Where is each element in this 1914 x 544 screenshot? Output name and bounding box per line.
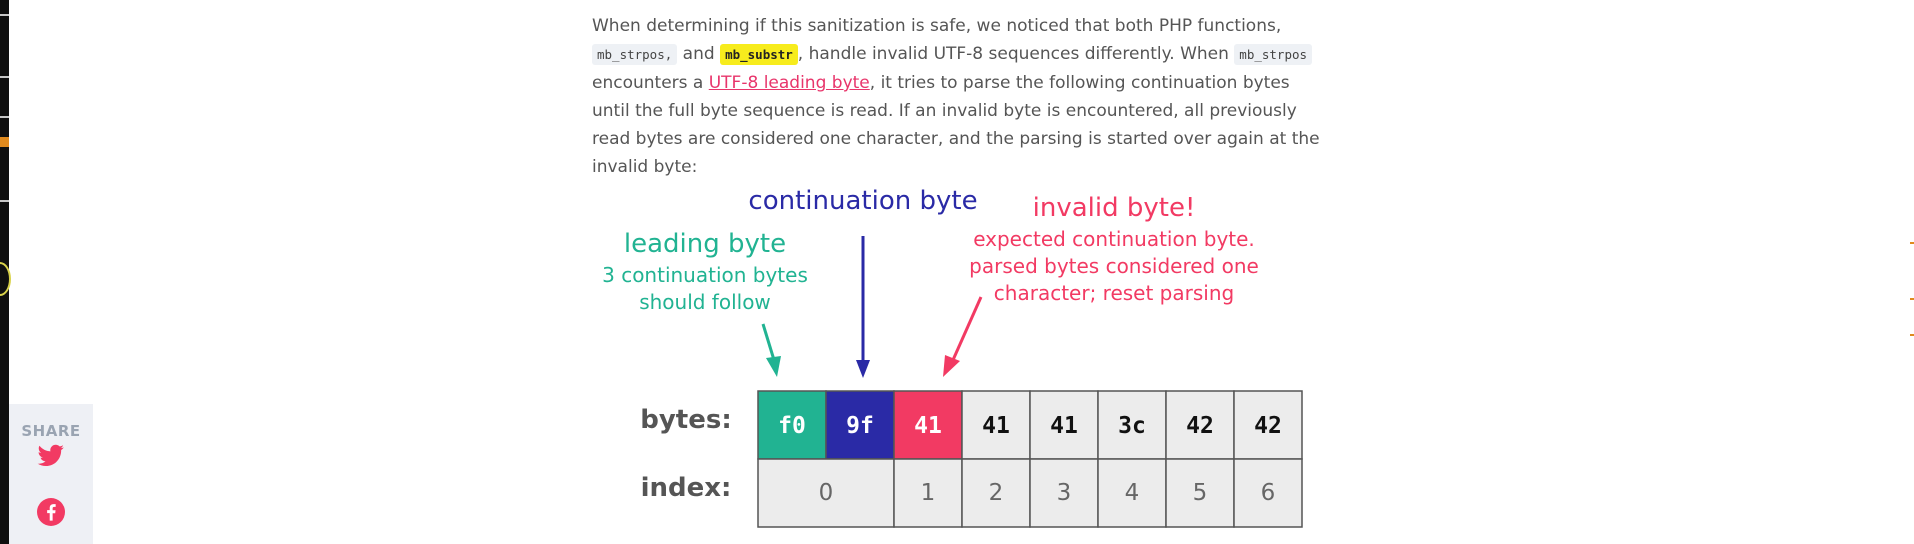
edge-marker — [1910, 298, 1914, 300]
edge-tick — [0, 116, 9, 118]
invalid-subtitle-2: parsed bytes considered one — [969, 254, 1259, 278]
edge-tick — [0, 14, 9, 16]
byte-value: 41 — [914, 413, 942, 439]
invalid-title: invalid byte! — [1033, 193, 1196, 223]
bytes-row-label: bytes: — [640, 405, 732, 435]
byte-cell — [961, 390, 1031, 460]
share-sidebar: SHARE — [9, 404, 93, 544]
article-body: When determining if this sanitization is… — [592, 12, 1332, 181]
index-cell — [1097, 458, 1167, 528]
code-mb-substr-highlighted: mb_substr — [720, 44, 798, 65]
invalid-arrow — [951, 296, 983, 361]
byte-cell — [1233, 390, 1303, 460]
index-value: 6 — [1261, 480, 1276, 506]
index-row-label: index: — [641, 473, 732, 503]
byte-value: 42 — [1254, 413, 1282, 439]
index-value: 0 — [819, 480, 834, 506]
continuation-title: continuation byte — [748, 186, 977, 216]
share-label: SHARE — [21, 422, 81, 440]
encounters-text: encounters a — [592, 73, 704, 93]
index-value: 1 — [921, 480, 936, 506]
edge-tick — [0, 200, 9, 202]
index-cell — [1165, 458, 1235, 528]
invalid-subtitle-3: character; reset parsing — [994, 281, 1234, 305]
utf8-leading-byte-link[interactable]: UTF-8 leading byte — [708, 73, 870, 93]
leading-arrowhead — [766, 356, 781, 377]
index-value: 5 — [1193, 480, 1208, 506]
leading-arrow — [761, 323, 776, 361]
byte-cell-invalid — [893, 390, 963, 460]
byte-value: f0 — [778, 413, 806, 439]
index-value: 2 — [989, 480, 1004, 506]
byte-value: 42 — [1186, 413, 1214, 439]
index-value: 3 — [1057, 480, 1072, 506]
rest-text: , it tries to parse the following contin… — [592, 73, 1320, 177]
byte-value: 41 — [1050, 413, 1078, 439]
twitter-icon[interactable] — [37, 442, 65, 470]
and-text: and — [682, 44, 715, 64]
bytes-row: f0 9f 41 41 41 3c 42 42 — [757, 390, 1303, 460]
edge-marker — [1910, 242, 1914, 244]
continuation-arrowhead — [856, 360, 870, 378]
article-paragraph: When determining if this sanitization is… — [592, 12, 1332, 181]
facebook-icon[interactable] — [37, 498, 65, 526]
edge-marker — [0, 137, 9, 147]
byte-value: 3c — [1118, 413, 1146, 439]
invalid-subtitle-1: expected continuation byte. — [973, 227, 1255, 251]
byte-cell — [1029, 390, 1099, 460]
invalid-arrowhead — [943, 355, 960, 377]
byte-cell — [1097, 390, 1167, 460]
index-value: 4 — [1125, 480, 1140, 506]
edge-tick — [0, 76, 9, 78]
byte-value: 41 — [982, 413, 1010, 439]
window-edge — [0, 0, 11, 544]
mid-text: , handle invalid UTF-8 sequences differe… — [797, 44, 1229, 64]
leading-subtitle-1: 3 continuation bytes — [602, 263, 808, 287]
index-cell — [1029, 458, 1099, 528]
intro-text: When determining if this sanitization is… — [592, 16, 1282, 36]
edge-marker — [1910, 334, 1914, 336]
leading-title: leading byte — [624, 229, 786, 259]
code-mb-strpos: mb_strpos, — [592, 44, 678, 65]
leading-subtitle-2: should follow — [639, 290, 771, 314]
byte-value: 9f — [846, 413, 874, 439]
code-mb-strpos-2: mb_strpos — [1234, 44, 1313, 65]
index-cell — [1233, 458, 1303, 528]
index-row: 0 1 2 3 4 5 6 — [757, 458, 1303, 528]
